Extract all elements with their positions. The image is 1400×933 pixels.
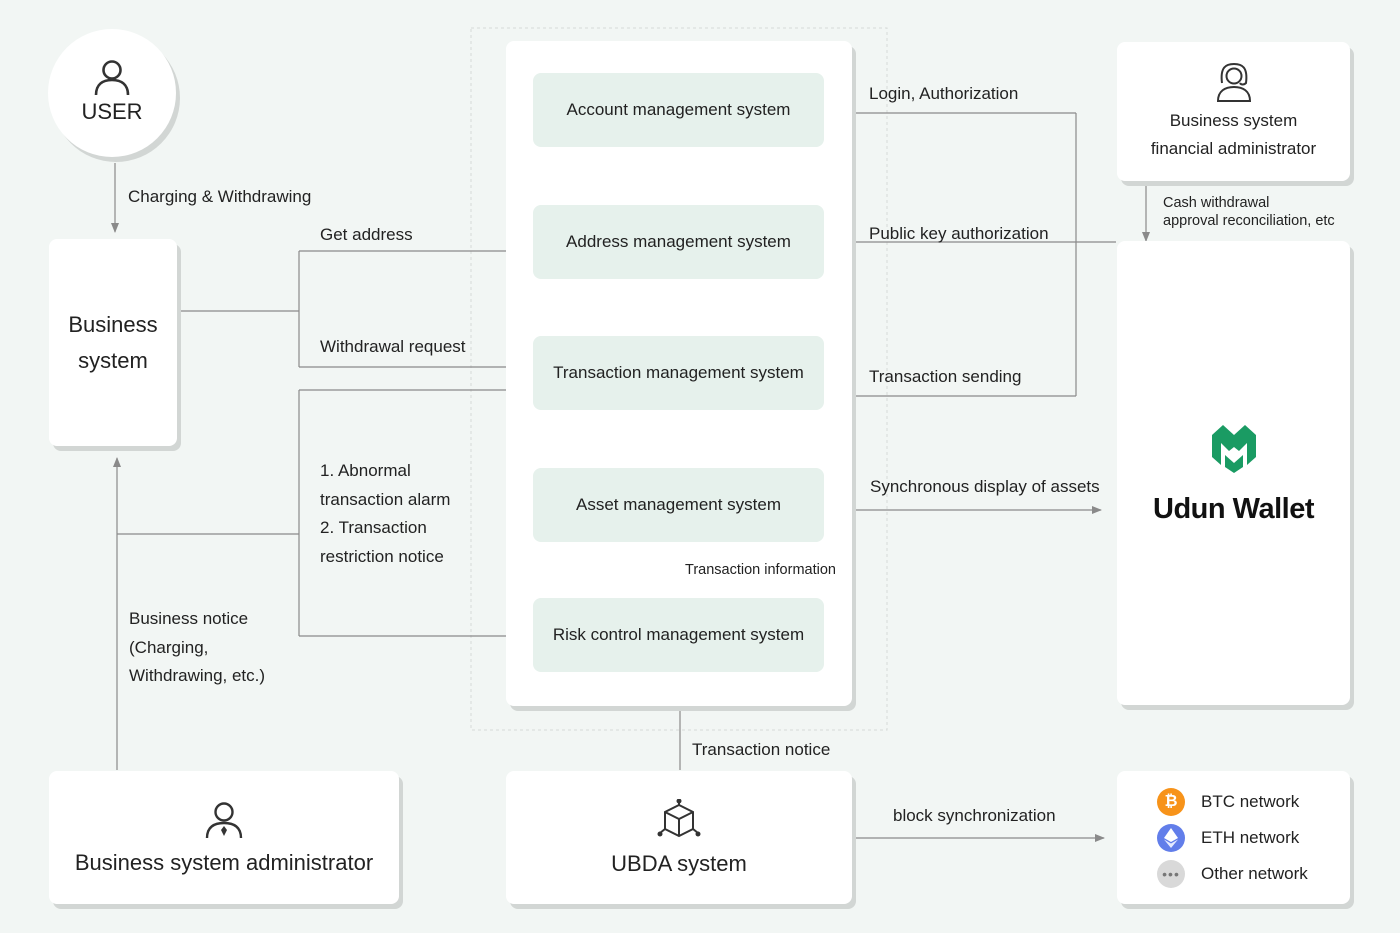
label-withdrawal-request: Withdrawal request xyxy=(320,337,466,356)
core-boundary xyxy=(470,27,888,731)
female-user-icon xyxy=(1216,62,1251,102)
business-notice-line-3: Withdrawing, etc.) xyxy=(129,666,266,685)
asset-management-label: Asset management system xyxy=(575,495,782,514)
abnormal-line-1: 1. Abnormal xyxy=(320,461,411,480)
label-cash-withdrawal-1: Cash withdrawal xyxy=(1163,195,1270,211)
eth-network-row: ETH network xyxy=(1157,824,1299,852)
other-network-row: ••• Other network xyxy=(1157,860,1308,888)
financial-admin-label-2: financial administrator xyxy=(1150,138,1317,158)
label-transaction-sending: Transaction sending xyxy=(869,367,1022,386)
ubda-label: UBDA system xyxy=(611,850,747,876)
user-node: USER xyxy=(48,29,176,157)
account-management-label: Account management system xyxy=(566,100,791,119)
user-icon xyxy=(94,60,130,96)
abnormal-line-2: transaction alarm xyxy=(320,489,451,509)
user-label: USER xyxy=(81,99,143,124)
address-management-system: Address management system xyxy=(533,205,824,279)
cube-network-icon xyxy=(657,798,701,837)
asset-management-system: Asset management system xyxy=(533,468,824,542)
label-login-authorization: Login, Authorization xyxy=(869,84,1019,103)
label-public-key-authorization: Public key authorization xyxy=(869,224,1049,243)
label-transaction-information: Transaction information xyxy=(685,562,836,578)
label-abnormal-notice: 1. Abnormal transaction alarm 2. Transac… xyxy=(320,457,450,571)
transaction-management-label: Transaction management system xyxy=(553,363,804,382)
bitcoin-icon: ₿ xyxy=(1157,788,1185,816)
account-management-system: Account management system xyxy=(533,73,824,147)
abnormal-line-4: restriction notice xyxy=(320,546,444,566)
business-admin-label: Business system administrator xyxy=(74,849,374,875)
label-get-address: Get address xyxy=(320,225,413,244)
abnormal-line-3: 2. Transaction xyxy=(320,518,427,537)
transaction-management-system: Transaction management system xyxy=(533,336,824,410)
ubda-node: UBDA system xyxy=(506,771,852,904)
risk-control-management-system: Risk control management system xyxy=(533,598,824,672)
risk-control-label: Risk control management system xyxy=(552,625,805,644)
address-management-label: Address management system xyxy=(566,232,791,251)
admin-user-icon xyxy=(205,801,243,838)
business-notice-line-1: Business notice xyxy=(129,609,249,628)
business-system-label-1: Business xyxy=(68,311,158,337)
label-synchronous-display: Synchronous display of assets xyxy=(870,477,1100,496)
business-notice-line-2: (Charging, xyxy=(129,637,209,657)
label-block-synchronization: block synchronization xyxy=(893,806,1056,825)
btc-network-label: BTC network xyxy=(1201,792,1300,811)
udun-wallet-name: Udun Wallet xyxy=(1153,492,1314,525)
label-charging-withdrawing: Charging & Withdrawing xyxy=(128,187,312,206)
financial-admin-label-1: Business system xyxy=(1169,110,1298,130)
eth-network-label: ETH network xyxy=(1201,828,1300,847)
label-business-notice: Business notice (Charging, Withdrawing, … xyxy=(129,605,265,691)
financial-admin-node: Business system financial administrator xyxy=(1117,42,1350,181)
udun-logo-icon xyxy=(1211,424,1256,473)
business-admin-node: Business system administrator xyxy=(49,771,399,904)
label-cash-withdrawal-2: approval reconciliation, etc xyxy=(1163,213,1335,229)
udun-wallet-node: Udun Wallet xyxy=(1117,241,1350,705)
business-system-node: Business system xyxy=(49,239,177,446)
btc-network-row: ₿ BTC network xyxy=(1157,788,1299,816)
more-icon: ••• xyxy=(1157,860,1185,888)
ethereum-icon xyxy=(1157,824,1185,852)
label-transaction-notice: Transaction notice xyxy=(692,740,831,759)
business-system-label-2: system xyxy=(78,347,148,373)
networks-node xyxy=(1117,771,1350,904)
other-network-label: Other network xyxy=(1201,864,1308,883)
